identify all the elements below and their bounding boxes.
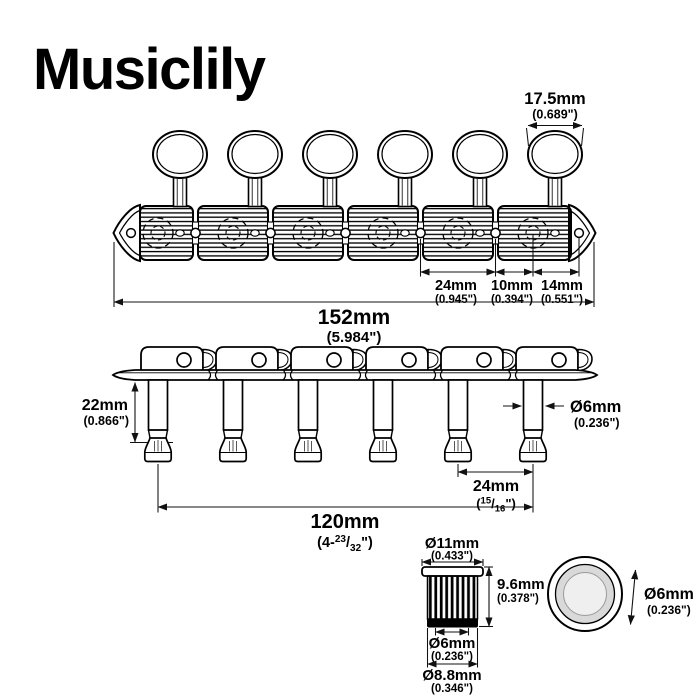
string-post [218, 379, 248, 463]
svg-text:(0.346"): (0.346") [431, 683, 473, 695]
svg-text:(0.394"): (0.394") [491, 294, 533, 306]
dim-bushing-height: 9.6mm (0.378") [479, 566, 545, 628]
svg-text:9.6mm: 9.6mm [497, 576, 545, 593]
svg-text:24mm: 24mm [473, 478, 519, 495]
plate-joints [207, 369, 519, 381]
dim-plate-length: 152mm (5.984") [113, 242, 595, 346]
brand-logo: Musiclily [33, 37, 266, 102]
svg-text:(0.866"): (0.866") [83, 414, 129, 428]
bushing-side-view [421, 566, 484, 628]
svg-text:(5.984"): (5.984") [327, 329, 382, 346]
tuner-housing [440, 346, 518, 372]
svg-text:(0.945"): (0.945") [435, 294, 477, 306]
tuner-housing [515, 346, 593, 372]
plate-sections [139, 205, 572, 261]
svg-text:120mm: 120mm [311, 511, 380, 533]
dim-post-height: 22mm (0.866") [82, 382, 139, 443]
string-post [293, 379, 323, 463]
svg-text:(0.236"): (0.236") [574, 416, 620, 430]
dim-button-width: 17.5mm (0.689") [524, 90, 586, 147]
mount-screw-hole-right [573, 227, 585, 239]
top-view-tuner-strip [112, 130, 597, 262]
dim-bushing-outer-diameter: Ø8.8mm (0.346") [422, 628, 482, 695]
svg-text:17.5mm: 17.5mm [524, 90, 585, 108]
tuner-housing [140, 346, 218, 372]
mounting-plate-edge [111, 369, 599, 381]
svg-text:(0.433"): (0.433") [431, 551, 473, 563]
dim-bushing-inner-diameter: Ø6mm (0.236") [429, 628, 476, 663]
string-post [368, 379, 398, 463]
svg-text:Ø8.8mm: Ø8.8mm [422, 667, 481, 684]
dim-post-offset-mm: 10mm [491, 278, 533, 294]
svg-text:(0.551"): (0.551") [541, 294, 583, 306]
svg-text:(0.378"): (0.378") [497, 593, 539, 605]
svg-text:(0.236"): (0.236") [431, 651, 473, 663]
svg-text:22mm: 22mm [82, 397, 128, 414]
dim-screw-offset-mm: 14mm [541, 278, 583, 294]
side-view-tuner-strip [111, 346, 599, 463]
dim-bushing-top-hole: Ø6mm (0.236") [627, 569, 694, 625]
svg-text:(4-23/32"): (4-23/32") [317, 534, 373, 554]
bushing-top-view [547, 556, 623, 632]
string-post [143, 379, 173, 463]
mount-screw-hole-left [125, 227, 137, 239]
tuner-housing [365, 346, 443, 372]
dim-posts-span: 120mm (4-23/32") [157, 464, 534, 554]
svg-text:Ø6mm: Ø6mm [644, 586, 694, 603]
tuner-housing [290, 346, 368, 372]
svg-text:152mm: 152mm [318, 306, 390, 329]
svg-text:(0.236"): (0.236") [647, 603, 691, 617]
string-post [518, 379, 548, 463]
dim-post-spacing-mm: 24mm [435, 278, 477, 294]
svg-text:(0.689"): (0.689") [532, 108, 578, 122]
dim-post-diameter: Ø6mm (0.236") [503, 398, 621, 430]
svg-text:Ø6mm: Ø6mm [570, 398, 621, 416]
svg-text:Ø11mm: Ø11mm [425, 535, 479, 552]
string-post [443, 379, 473, 463]
tuner-housing [215, 346, 293, 372]
svg-text:(15/16"): (15/16") [476, 496, 516, 515]
svg-text:Ø6mm: Ø6mm [429, 635, 476, 652]
section-eyelets [190, 221, 501, 245]
dim-flange-diameter: Ø11mm (0.433") [421, 535, 484, 566]
